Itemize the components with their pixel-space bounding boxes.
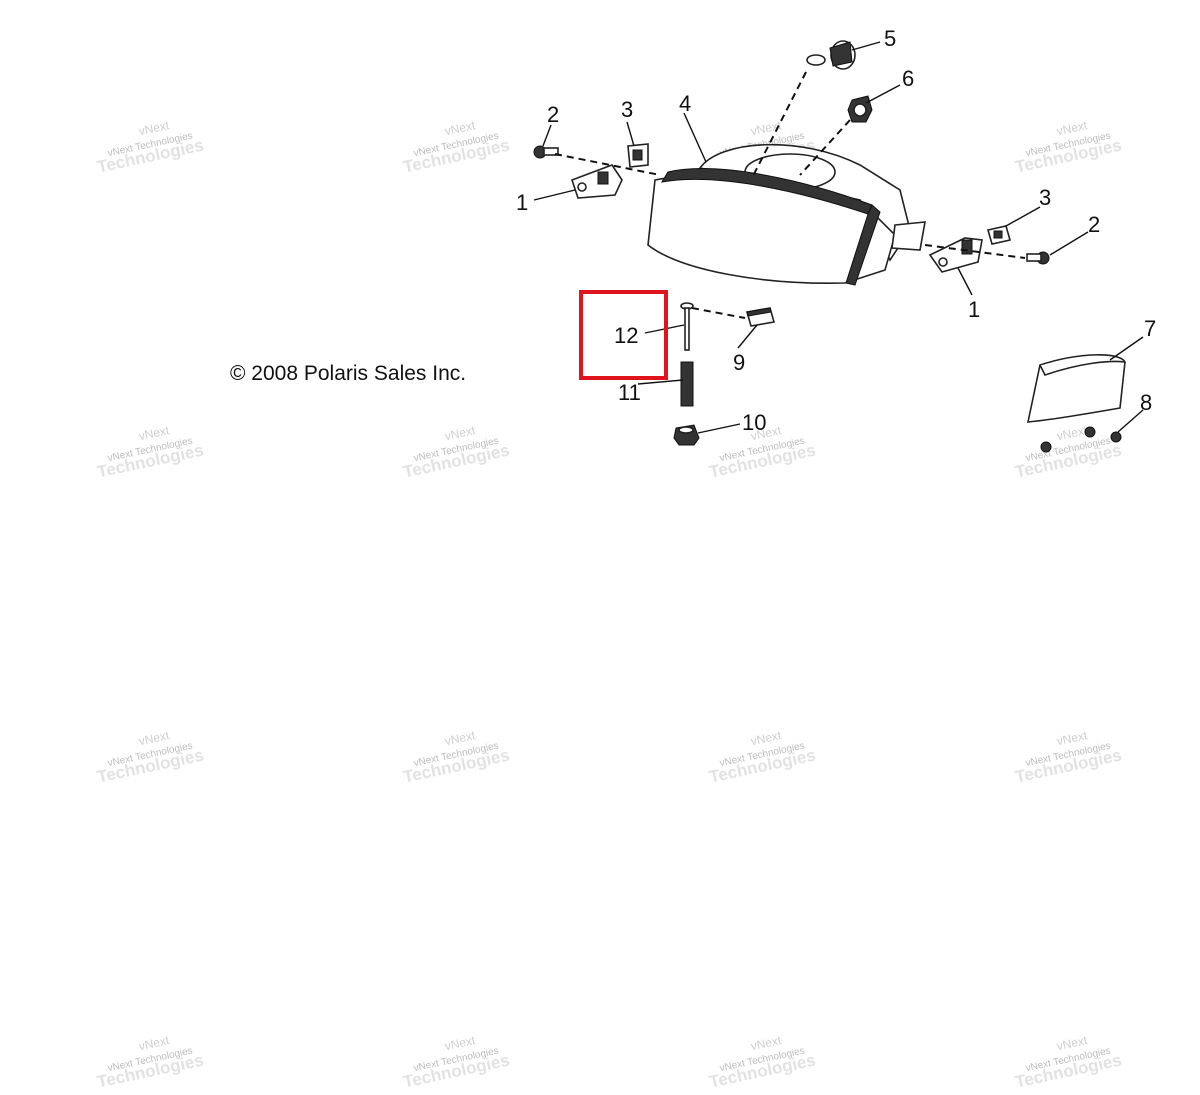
svg-text:vNext: vNext (137, 728, 171, 748)
svg-text:vNext: vNext (749, 1033, 783, 1053)
svg-text:vNext: vNext (137, 1033, 171, 1053)
speed-nut-right (986, 225, 1012, 245)
svg-text:vNext: vNext (1055, 1033, 1089, 1053)
bulb-socket (847, 95, 873, 123)
lens-cover (1026, 354, 1126, 423)
screw-right (1026, 251, 1050, 265)
adjuster-screw (680, 302, 694, 351)
svg-text:vNext: vNext (137, 118, 171, 138)
callout-3-left: 3 (621, 97, 633, 122)
callout-3-right: 3 (1039, 185, 1051, 210)
assembly-line-right (924, 244, 1026, 259)
callouts: 1 2 3 4 5 6 3 2 1 7 8 9 10 11 12 (516, 26, 1156, 435)
leader-lines (533, 41, 1144, 434)
bracket-right (928, 237, 983, 273)
svg-text:vNext: vNext (1055, 423, 1089, 443)
screw-left (533, 145, 559, 159)
callout-12: 12 (614, 323, 638, 348)
callout-1-left: 1 (516, 190, 528, 215)
svg-text:vNext: vNext (749, 118, 783, 138)
adjuster-nut (673, 424, 700, 446)
svg-text:vNext: vNext (749, 423, 783, 443)
callout-6: 6 (902, 66, 914, 91)
bracket-left (570, 164, 623, 199)
svg-text:vNext: vNext (749, 728, 783, 748)
headlamp-housing (647, 143, 926, 286)
copyright-text: © 2008 Polaris Sales Inc. (230, 362, 466, 385)
callout-7: 7 (1144, 316, 1156, 341)
svg-text:vNext: vNext (1055, 118, 1089, 138)
adjuster-clip (745, 307, 776, 327)
svg-text:vNext: vNext (443, 118, 477, 138)
svg-text:vNext: vNext (443, 728, 477, 748)
assembly-line-bulb (751, 71, 807, 179)
headlamp-bulb (806, 40, 856, 70)
callout-9: 9 (733, 350, 745, 375)
svg-text:vNext: vNext (137, 423, 171, 443)
callout-4: 4 (679, 91, 691, 116)
svg-text:vNext: vNext (1055, 728, 1089, 748)
callout-5: 5 (884, 26, 896, 51)
callout-2-left: 2 (547, 102, 559, 127)
assembly-line-left (554, 153, 661, 176)
assembly-line-socket (799, 119, 851, 176)
callout-10: 10 (742, 410, 766, 435)
svg-text:vNext: vNext (443, 423, 477, 443)
callout-11: 11 (618, 380, 641, 405)
assembly-line-adjuster (691, 307, 746, 319)
speed-nut-left (627, 143, 649, 168)
lens-fasteners (1040, 426, 1122, 453)
svg-text:vNext: vNext (443, 1033, 477, 1053)
callout-2-right: 2 (1088, 212, 1100, 237)
callout-8: 8 (1140, 390, 1152, 415)
spring (680, 361, 694, 407)
highlight-box (579, 290, 668, 380)
callout-1-right: 1 (968, 297, 980, 322)
